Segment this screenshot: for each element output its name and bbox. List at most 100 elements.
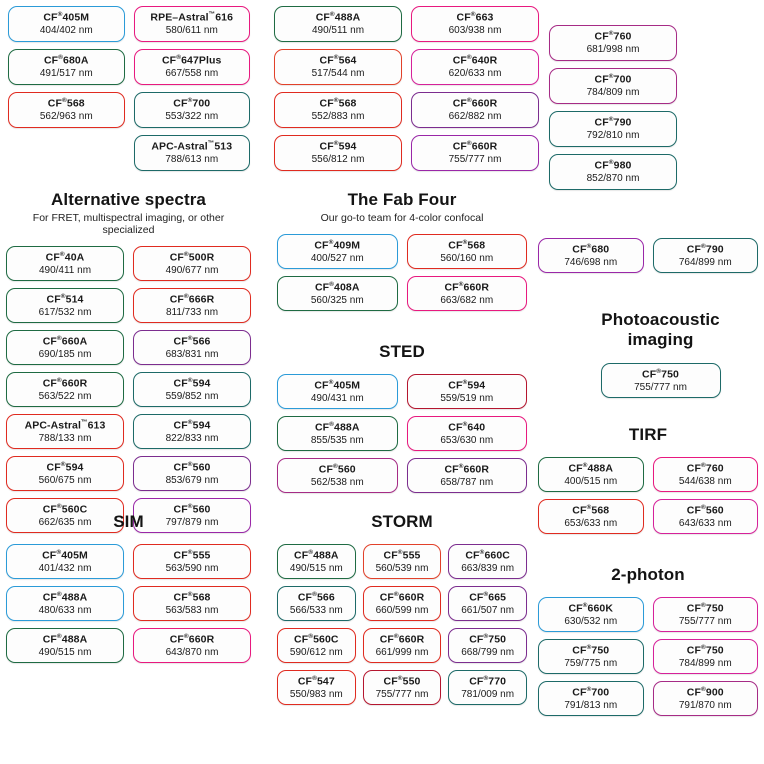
dye-wavelengths: 663/682 nm (440, 295, 494, 307)
dye-wavelengths: 822/833 nm (165, 433, 219, 445)
dye-name: CF®680 (572, 243, 610, 256)
dye-name: CF®660R (444, 463, 490, 476)
dye-wavelengths: 490/431 nm (310, 393, 364, 405)
dye-name: CF®770 (469, 675, 507, 688)
dye-wavelengths: 404/402 nm (39, 25, 93, 37)
section-subtitle-alternative-spectra: For FRET, multispectral imaging, or othe… (32, 212, 225, 236)
dye-name: CF®568 (448, 239, 486, 252)
dye-name: CF®660R (379, 633, 425, 646)
dye-name: CF®594 (448, 379, 486, 392)
dye-name: CF®660R (452, 140, 498, 153)
section-title-tirf: TIRF (628, 425, 668, 444)
dye-wavelengths: 630/532 nm (564, 616, 618, 628)
section-subtitle-fab-four: Our go-to team for 4-color confocal (320, 212, 484, 224)
section-title-photoacoustic-line2: imaging (627, 330, 694, 350)
dye-name: CF®660R (452, 97, 498, 110)
dye-wavelengths: 560/160 nm (440, 253, 494, 265)
dye-name: CF®760 (594, 30, 632, 43)
dye-name: CF®568 (47, 97, 85, 110)
dye-name: CF®40A (45, 251, 85, 264)
dye-wavelengths: 559/852 nm (165, 391, 219, 403)
dye-wavelengths: 401/432 nm (38, 563, 92, 575)
